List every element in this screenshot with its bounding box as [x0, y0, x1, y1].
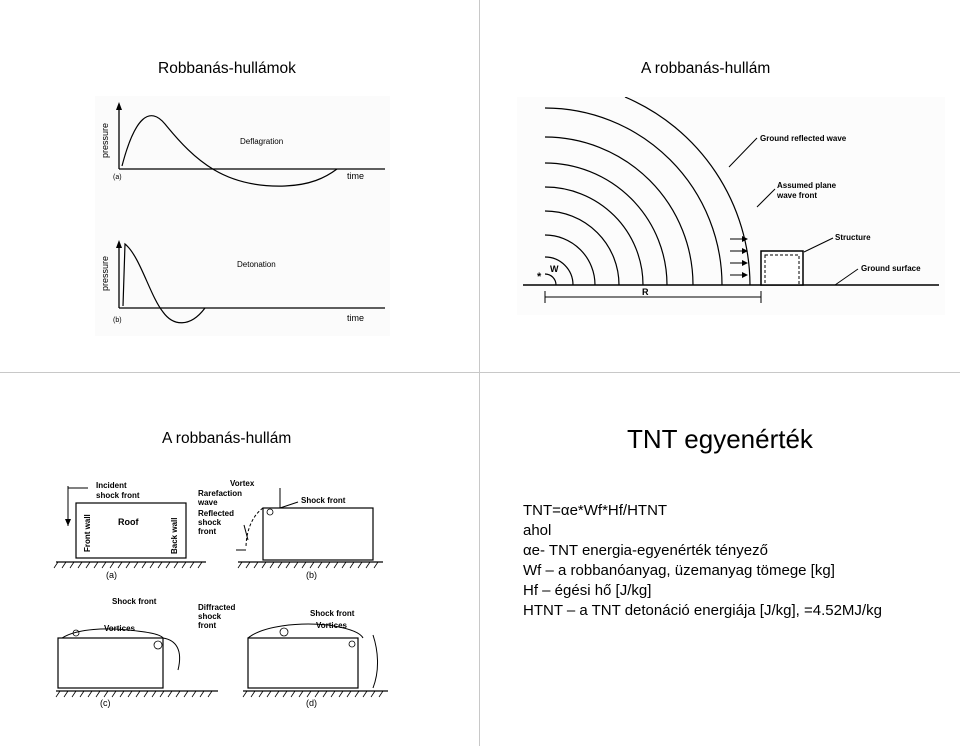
svg-text:*: * — [537, 271, 542, 283]
panel-b-tag: (b) — [306, 570, 317, 580]
reflected-label-3: front — [198, 527, 217, 536]
shock-front-b-label: Shock front — [301, 496, 346, 505]
panel-d-tag: (d) — [306, 698, 317, 708]
slide-page-3 — [0, 373, 480, 746]
vortex-label: Vortex — [230, 479, 255, 488]
ground-surface-label: Ground surface — [861, 264, 921, 273]
panel-a-ylabel: pressure — [100, 123, 110, 158]
page-4-title: TNT egyenérték — [627, 424, 813, 454]
panel-a-tag: (a) — [106, 570, 117, 580]
slide-page-1 — [0, 0, 480, 373]
panel-b-ylabel: pressure — [100, 256, 110, 291]
diffracted-label-3: front — [198, 621, 217, 630]
roof-label: Roof — [118, 517, 139, 527]
reflected-label-2: shock — [198, 518, 222, 527]
slide-page-2 — [480, 0, 960, 373]
diffracted-label-1: Diffracted — [198, 603, 235, 612]
back-wall-label: Back wall — [170, 518, 179, 554]
assumed-plane-label-2: wave front — [776, 191, 817, 200]
definition-alpha: αe- TNT energia-egyenérték tényező — [523, 542, 768, 559]
incident-label-2: shock front — [96, 491, 140, 500]
shock-front-d-label: Shock front — [310, 609, 355, 618]
ground-reflected-wave-label: Ground reflected wave — [760, 134, 847, 143]
pressure-time-figure: pressure Deflagration time (a) pressure … — [95, 96, 390, 336]
formula-line: TNT=αe*Wf*Hf/HTNT — [523, 502, 668, 519]
rarefaction-label-2: wave — [197, 498, 218, 507]
shock-diffraction-svg: Incident shock front Roof Front wall Bac… — [53, 479, 388, 708]
definition-hf: Hf – égési hő [J/kg] — [523, 582, 652, 599]
deflagration-label: Deflagration — [240, 137, 283, 146]
r-label: R — [642, 287, 649, 297]
where-line: ahol — [523, 522, 552, 539]
shock-diffraction-figure: Incident shock front Roof Front wall Bac… — [48, 470, 440, 715]
definition-wf: Wf – a robbanóanyag, üzemanyag tömege [k… — [523, 562, 835, 579]
pressure-time-svg: pressure Deflagration time (a) pressure … — [95, 96, 390, 336]
panel-a-tag: (a) — [113, 174, 122, 181]
w-label: W — [550, 264, 559, 274]
panel-b-tag: (b) — [113, 317, 122, 324]
tnt-equivalence-text: TNT=αe*Wf*Hf/HTNT ahol αe- TNT energia-e… — [523, 501, 882, 621]
page-1-title: Robbanás-hullámok — [158, 60, 296, 77]
shock-front-c-label: Shock front — [112, 597, 157, 606]
panel-a-xlabel: time — [347, 171, 364, 181]
blast-wave-svg: W * R Ground reflected wave Assumed plan… — [517, 97, 945, 315]
assumed-plane-label-1: Assumed plane — [777, 181, 837, 190]
incident-label-1: Incident — [96, 481, 127, 490]
panel-c-tag: (c) — [100, 698, 111, 708]
vortices-c-label: Vortices — [104, 624, 136, 633]
rarefaction-label-1: Rarefaction — [198, 489, 242, 498]
panel-b-xlabel: time — [347, 313, 364, 323]
diffracted-label-2: shock — [198, 612, 222, 621]
page-2-title: A robbanás-hullám — [641, 60, 771, 77]
front-wall-label: Front wall — [83, 514, 92, 552]
definition-htnt: HTNT – a TNT detonáció energiája [J/kg],… — [523, 602, 882, 619]
page-3-title: A robbanás-hullám — [162, 430, 292, 447]
structure-label: Structure — [835, 233, 871, 242]
blast-wave-figure: W * R Ground reflected wave Assumed plan… — [517, 97, 945, 315]
reflected-label-1: Reflected — [198, 509, 234, 518]
detonation-label: Detonation — [237, 260, 276, 269]
